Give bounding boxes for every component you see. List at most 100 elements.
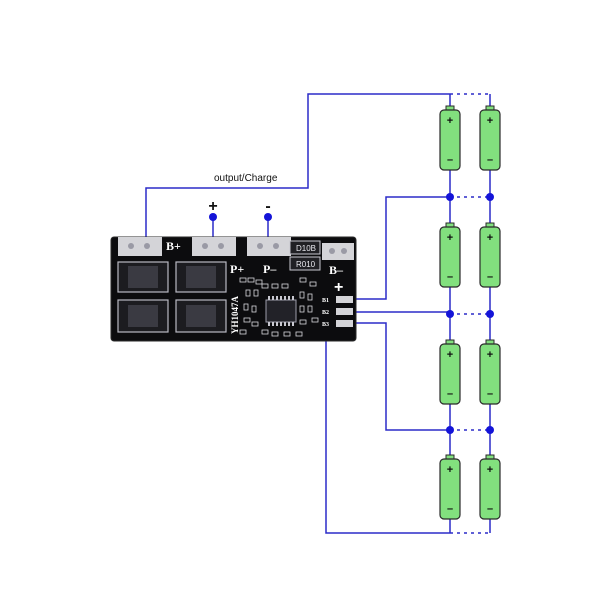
- battery-minus-label: –: [487, 388, 493, 400]
- protection-ic: [265, 296, 297, 326]
- sense-label-2: B2: [322, 310, 329, 316]
- smd-part: [261, 283, 269, 289]
- positive-terminal-marker: +: [208, 198, 218, 221]
- battery-body: [479, 458, 501, 520]
- smd-part: [255, 279, 263, 285]
- ic-pin: [284, 322, 286, 326]
- battery-body: [479, 109, 501, 171]
- ic-pin: [276, 322, 278, 326]
- battery-plus-label: +: [487, 232, 493, 244]
- smd-part: [299, 319, 307, 325]
- smd-part: [251, 321, 259, 327]
- ic-pin: [272, 322, 274, 326]
- mosfet-4: [175, 299, 227, 333]
- battery-cell: +–: [479, 222, 501, 288]
- negative-terminal-marker: -: [264, 198, 272, 221]
- sense-label-3: B3: [322, 322, 329, 328]
- ic-pin: [272, 296, 274, 300]
- smd-part: [243, 317, 251, 323]
- wires: [145, 93, 490, 534]
- battery-minus-label: –: [447, 503, 453, 515]
- battery-cell: +–: [479, 454, 501, 520]
- sense-label-1: B1: [322, 298, 329, 304]
- pad-bplus-terminal: [118, 237, 162, 256]
- ic-pin: [292, 322, 294, 326]
- ic-pin: [284, 296, 286, 300]
- smd-part: [299, 277, 307, 283]
- smd-part: [261, 329, 269, 335]
- battery-body: [439, 109, 461, 171]
- ic-pin: [280, 322, 282, 326]
- smd-part: [307, 305, 313, 313]
- resistor-d10b: D10B: [289, 240, 321, 255]
- battery-plus-label: +: [487, 115, 493, 127]
- battery-cells: +–+–+–+–+–+–+–+–: [439, 105, 501, 520]
- svg-text:R010: R010: [296, 260, 316, 269]
- smd-part: [239, 329, 247, 335]
- label-pminus: P–: [263, 262, 277, 276]
- smd-part: [271, 283, 279, 289]
- battery-body: [479, 226, 501, 288]
- battery-minus-label: –: [447, 154, 453, 166]
- resistor-r010: R010: [289, 256, 321, 271]
- smd-part: [251, 305, 257, 313]
- junction-node: [486, 426, 494, 434]
- wire-sense-1: [355, 196, 450, 300]
- battery-cell: +–: [439, 105, 461, 171]
- junction-node: [486, 193, 494, 201]
- junction-nodes: [446, 193, 494, 434]
- battery-plus-label: +: [447, 464, 453, 476]
- smd-part: [239, 277, 247, 283]
- wire-bminus: [325, 252, 450, 534]
- battery-cell: +–: [479, 339, 501, 405]
- smd-part: [247, 277, 255, 283]
- battery-plus-label: +: [487, 349, 493, 361]
- ic-pin: [280, 296, 282, 300]
- ic-pin: [292, 296, 294, 300]
- ic-pin: [288, 322, 290, 326]
- battery-body: [439, 343, 461, 405]
- smd-part: [307, 293, 313, 301]
- label-board-plus: +: [334, 279, 343, 296]
- junction-node: [446, 426, 454, 434]
- battery-minus-label: –: [447, 271, 453, 283]
- ic-pin: [276, 296, 278, 300]
- negative-terminal-label: -: [265, 198, 270, 215]
- smd-part: [299, 305, 305, 313]
- pad-pminus-terminal: [247, 237, 291, 256]
- battery-cell: +–: [439, 339, 461, 405]
- wire-output-charge: [145, 93, 450, 246]
- smd-part: [295, 331, 303, 337]
- battery-cell: +–: [439, 222, 461, 288]
- cell-sense-pads: B1 B2 B3: [322, 296, 353, 328]
- pad-pplus-terminal: [192, 237, 236, 256]
- smd-components: [239, 277, 319, 337]
- battery-body: [479, 343, 501, 405]
- junction-node: [446, 193, 454, 201]
- battery-cell: +–: [479, 105, 501, 171]
- label-bminus: B–: [329, 263, 344, 277]
- pad-bminus-terminal: [322, 243, 354, 260]
- smd-part: [283, 331, 291, 337]
- junction-node: [486, 310, 494, 318]
- battery-body: [439, 226, 461, 288]
- battery-plus-label: +: [447, 232, 453, 244]
- smd-part: [245, 289, 251, 297]
- ic-pin: [268, 296, 270, 300]
- ic-pins: [268, 296, 294, 326]
- mosfet-2: [175, 261, 227, 293]
- sense-pad-1: [336, 296, 353, 303]
- sense-pad-3: [336, 320, 353, 327]
- board-model-number: YH1047A: [230, 296, 240, 335]
- output-charge-label: output/Charge: [214, 173, 278, 184]
- label-pplus: P+: [230, 262, 244, 276]
- wire-sense-3: [355, 322, 450, 431]
- mosfet-1: [117, 261, 169, 293]
- battery-minus-label: –: [487, 271, 493, 283]
- battery-minus-label: –: [487, 154, 493, 166]
- battery-plus-label: +: [447, 349, 453, 361]
- smd-part: [243, 303, 249, 311]
- smd-part: [311, 317, 319, 323]
- svg-text:D10B: D10B: [296, 244, 316, 253]
